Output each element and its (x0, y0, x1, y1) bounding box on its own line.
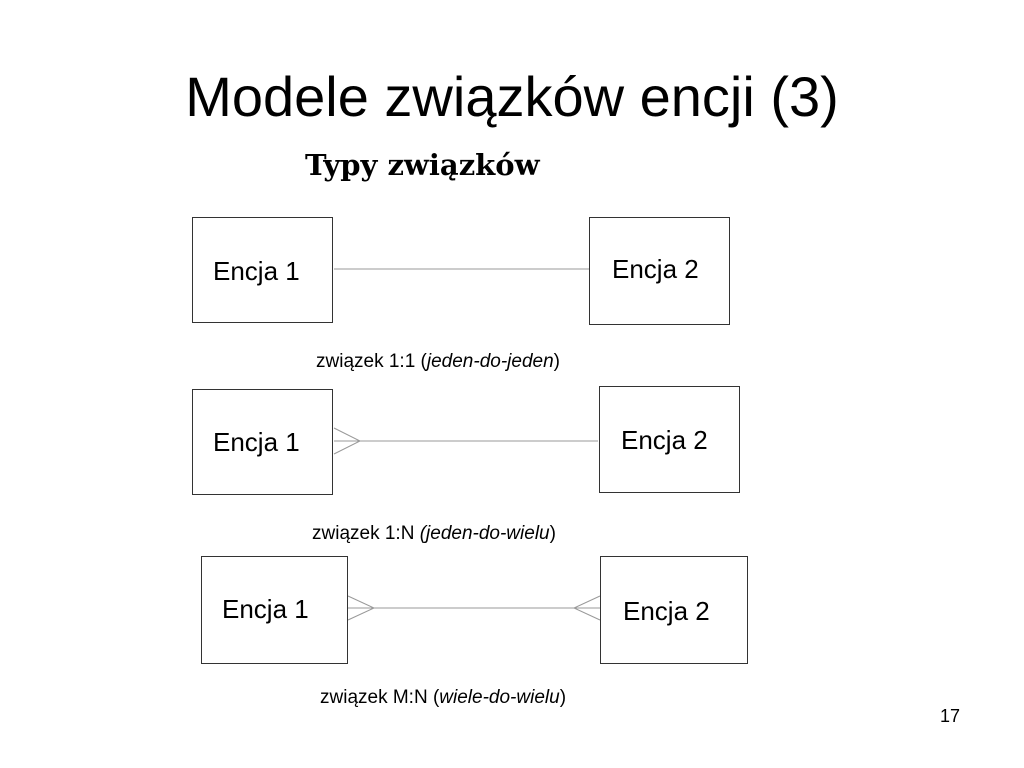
entity-label-m-n-right: Encja 2 (623, 596, 710, 626)
entity-box-1-1-left (192, 217, 333, 323)
entity-box-1-n-left (192, 389, 333, 495)
entity-label-1-1-left: Encja 1 (213, 256, 300, 286)
entity-box-1-1-right (589, 217, 730, 325)
slide-title: Modele związków encji (3) (185, 65, 839, 128)
entity-label-1-n-right: Encja 2 (621, 425, 708, 455)
page-number: 17 (939, 706, 961, 726)
entity-box-m-n-right (600, 556, 748, 664)
caption-m-n: związek M:N (wiele-do-wielu) (320, 687, 567, 708)
crows-foot-right-m-n (572, 595, 601, 621)
crows-foot-left-m-n (347, 595, 376, 621)
entity-label-1-1-right: Encja 2 (612, 254, 699, 284)
entity-box-1-n-right (599, 386, 740, 493)
entity-label-m-n-left: Encja 1 (222, 594, 309, 624)
slide-subtitle: Typy związków (305, 148, 540, 182)
caption-1-1: związek 1:1 (jeden-do-jeden) (316, 351, 560, 372)
caption-1-n: związek 1:N (jeden-do-wielu) (312, 523, 556, 544)
entity-box-m-n-left (201, 556, 348, 664)
crows-foot-left-1-n (333, 427, 362, 455)
entity-label-1-n-left: Encja 1 (213, 427, 300, 457)
